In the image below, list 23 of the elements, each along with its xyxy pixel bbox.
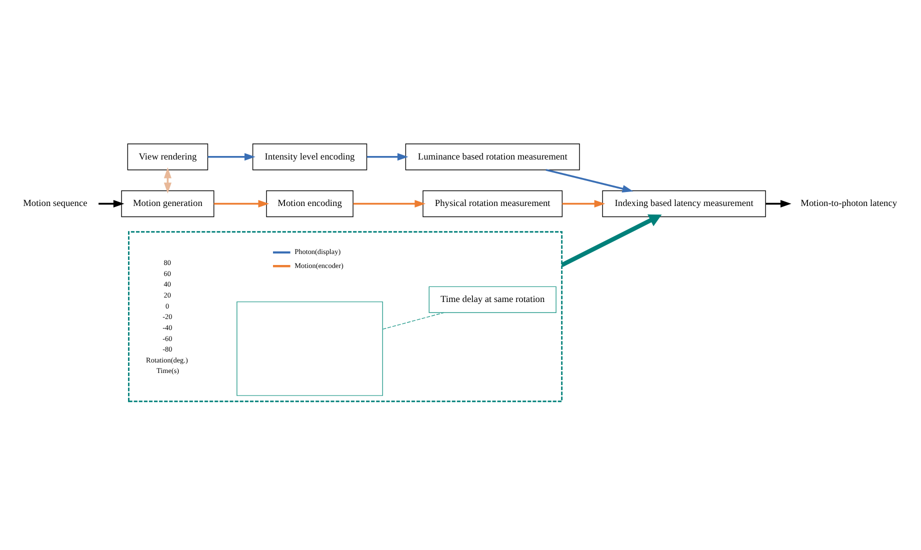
node-box: Time delay at same rotation [428, 286, 556, 312]
arrow [208, 152, 256, 160]
arrow [766, 199, 792, 208]
node-box [236, 300, 383, 396]
arrow [98, 199, 124, 208]
arrow [353, 199, 426, 208]
node-box: Motion generation [121, 190, 214, 217]
arrow [546, 168, 634, 192]
arrow [164, 166, 172, 193]
node-box: Indexing based latency measurement [602, 190, 766, 217]
arrow [560, 214, 662, 267]
node-box: View rendering [127, 143, 208, 170]
cluster [128, 230, 563, 402]
node-text: Motion-to-photon latency [800, 198, 898, 209]
node-box: Physical rotation measurement [422, 190, 563, 217]
arrow [366, 152, 408, 160]
node-box: Motion encoding [266, 190, 354, 217]
node-box: Intensity level encoding [252, 143, 368, 170]
node-text: Motion sequence [23, 198, 88, 209]
connector [382, 312, 444, 330]
arrow [214, 199, 270, 208]
node-box: Luminance based rotation measurement [405, 143, 580, 170]
arrow [562, 199, 606, 208]
